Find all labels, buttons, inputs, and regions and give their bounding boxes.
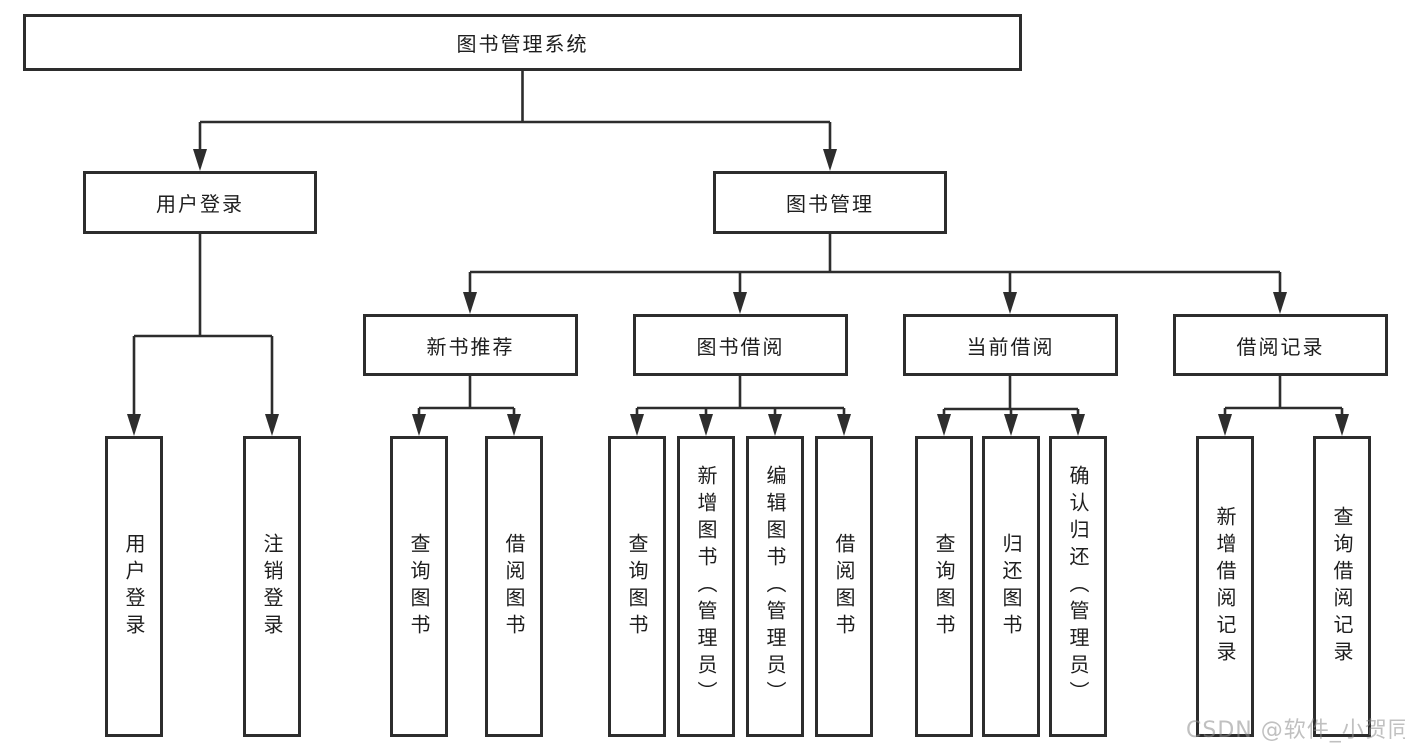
- leaf-borrowing-query-books: 查询图书: [608, 436, 666, 737]
- node-current-borrowing: 当前借阅: [903, 314, 1118, 376]
- leaf-logout: 注销登录: [243, 436, 301, 737]
- node-label: 借阅记录: [1236, 334, 1325, 359]
- node-label: 新增借阅记录: [1213, 505, 1237, 668]
- node-label: 当前借阅: [966, 334, 1055, 359]
- leaf-records-query-record: 查询借阅记录: [1313, 436, 1371, 737]
- connector-current-branch: [942, 376, 1080, 417]
- node-label: 查询图书: [625, 532, 649, 641]
- node-label: 新增图书（管理员）: [694, 465, 718, 708]
- leaf-newbooks-query-books: 查询图书: [390, 436, 448, 737]
- leaf-records-add-record: 新增借阅记录: [1196, 436, 1254, 737]
- node-user-login: 用户登录: [83, 171, 317, 234]
- leaf-current-return-books: 归还图书: [982, 436, 1040, 737]
- node-book-borrowing: 图书借阅: [633, 314, 848, 376]
- node-label: 用户登录: [122, 532, 146, 641]
- arrowheads-leaves: [127, 414, 1349, 436]
- node-label: 用户登录: [156, 192, 244, 216]
- node-label: 编辑图书（管理员）: [763, 465, 787, 708]
- node-label: 查询图书: [932, 532, 956, 641]
- leaf-current-confirm-return-admin: 确认归还（管理员）: [1049, 436, 1107, 737]
- node-book-management: 图书管理: [713, 171, 947, 234]
- connector-records-branch: [1223, 376, 1344, 417]
- connector-newbooks-branch: [417, 376, 516, 417]
- node-label: 新书推荐: [426, 334, 515, 359]
- arrowheads-level3: [463, 292, 1287, 314]
- node-label: 图书管理系统: [456, 32, 589, 56]
- leaf-user-login: 用户登录: [105, 436, 163, 737]
- node-borrowing-records: 借阅记录: [1173, 314, 1388, 376]
- connector-root-branch: [198, 71, 832, 152]
- arrowheads-level2: [193, 149, 837, 171]
- node-label: 图书管理: [786, 192, 874, 216]
- node-library-management-system: 图书管理系统: [23, 14, 1022, 71]
- node-label: 归还图书: [999, 532, 1023, 641]
- csdn-watermark: CSDN @软件_小贺同学: [1186, 718, 1405, 743]
- node-label: 注销登录: [260, 532, 284, 641]
- leaf-borrowing-borrow-books: 借阅图书: [815, 436, 873, 737]
- leaf-borrowing-add-books-admin: 新增图书（管理员）: [677, 436, 735, 737]
- node-label: 借阅图书: [502, 532, 526, 641]
- node-label: 查询图书: [407, 532, 431, 641]
- node-label: 图书借阅: [696, 334, 785, 359]
- leaf-newbooks-borrow-books: 借阅图书: [485, 436, 543, 737]
- node-label: 查询借阅记录: [1330, 505, 1354, 668]
- node-new-book-recommend: 新书推荐: [363, 314, 578, 376]
- leaf-borrowing-edit-books-admin: 编辑图书（管理员）: [746, 436, 804, 737]
- connector-login-branch: [132, 234, 274, 417]
- connector-mgmt-branch: [468, 234, 1282, 295]
- node-label: 确认归还（管理员）: [1066, 465, 1090, 708]
- connector-borrow-branch: [635, 376, 846, 417]
- node-label: 借阅图书: [832, 532, 856, 641]
- leaf-current-query-books: 查询图书: [915, 436, 973, 737]
